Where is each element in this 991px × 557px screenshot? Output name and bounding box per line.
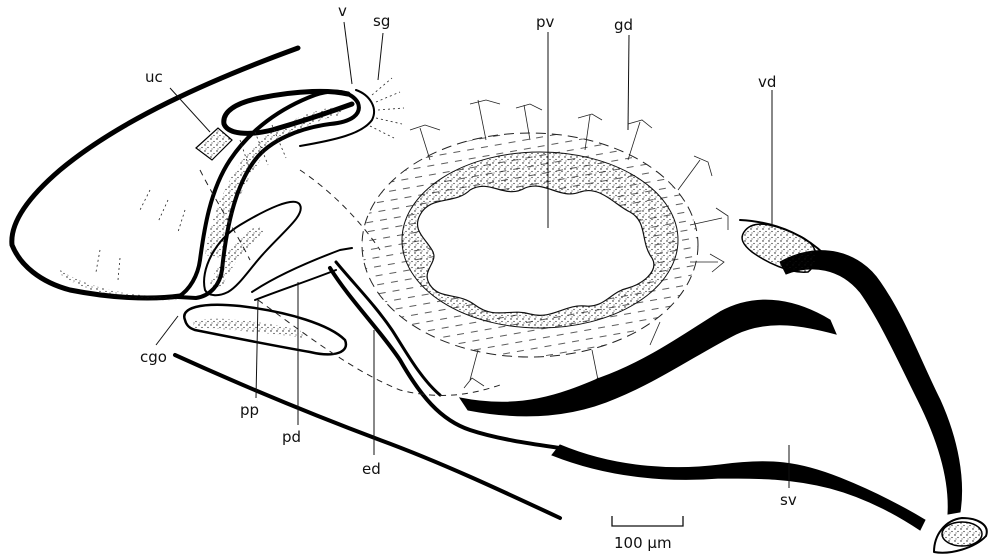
scale-bar-label: 100 µm: [614, 534, 672, 552]
label-sg: sg: [373, 12, 390, 30]
lower-lobe: [184, 305, 346, 355]
vas-deferens: [742, 224, 816, 272]
label-pd: pd: [282, 428, 301, 446]
label-v: v: [338, 2, 347, 20]
label-pv: pv: [536, 13, 555, 31]
label-vd: vd: [758, 73, 776, 91]
uc-duct: [196, 128, 232, 160]
penis-vesicle: [362, 133, 698, 357]
label-sv: sv: [780, 491, 797, 509]
label-cgo: cgo: [140, 348, 167, 366]
scale-bar: 100 µm: [612, 516, 683, 552]
label-gd: gd: [614, 16, 633, 34]
label-ed: ed: [362, 460, 381, 478]
label-pp: pp: [240, 401, 259, 419]
label-uc: uc: [145, 68, 163, 86]
